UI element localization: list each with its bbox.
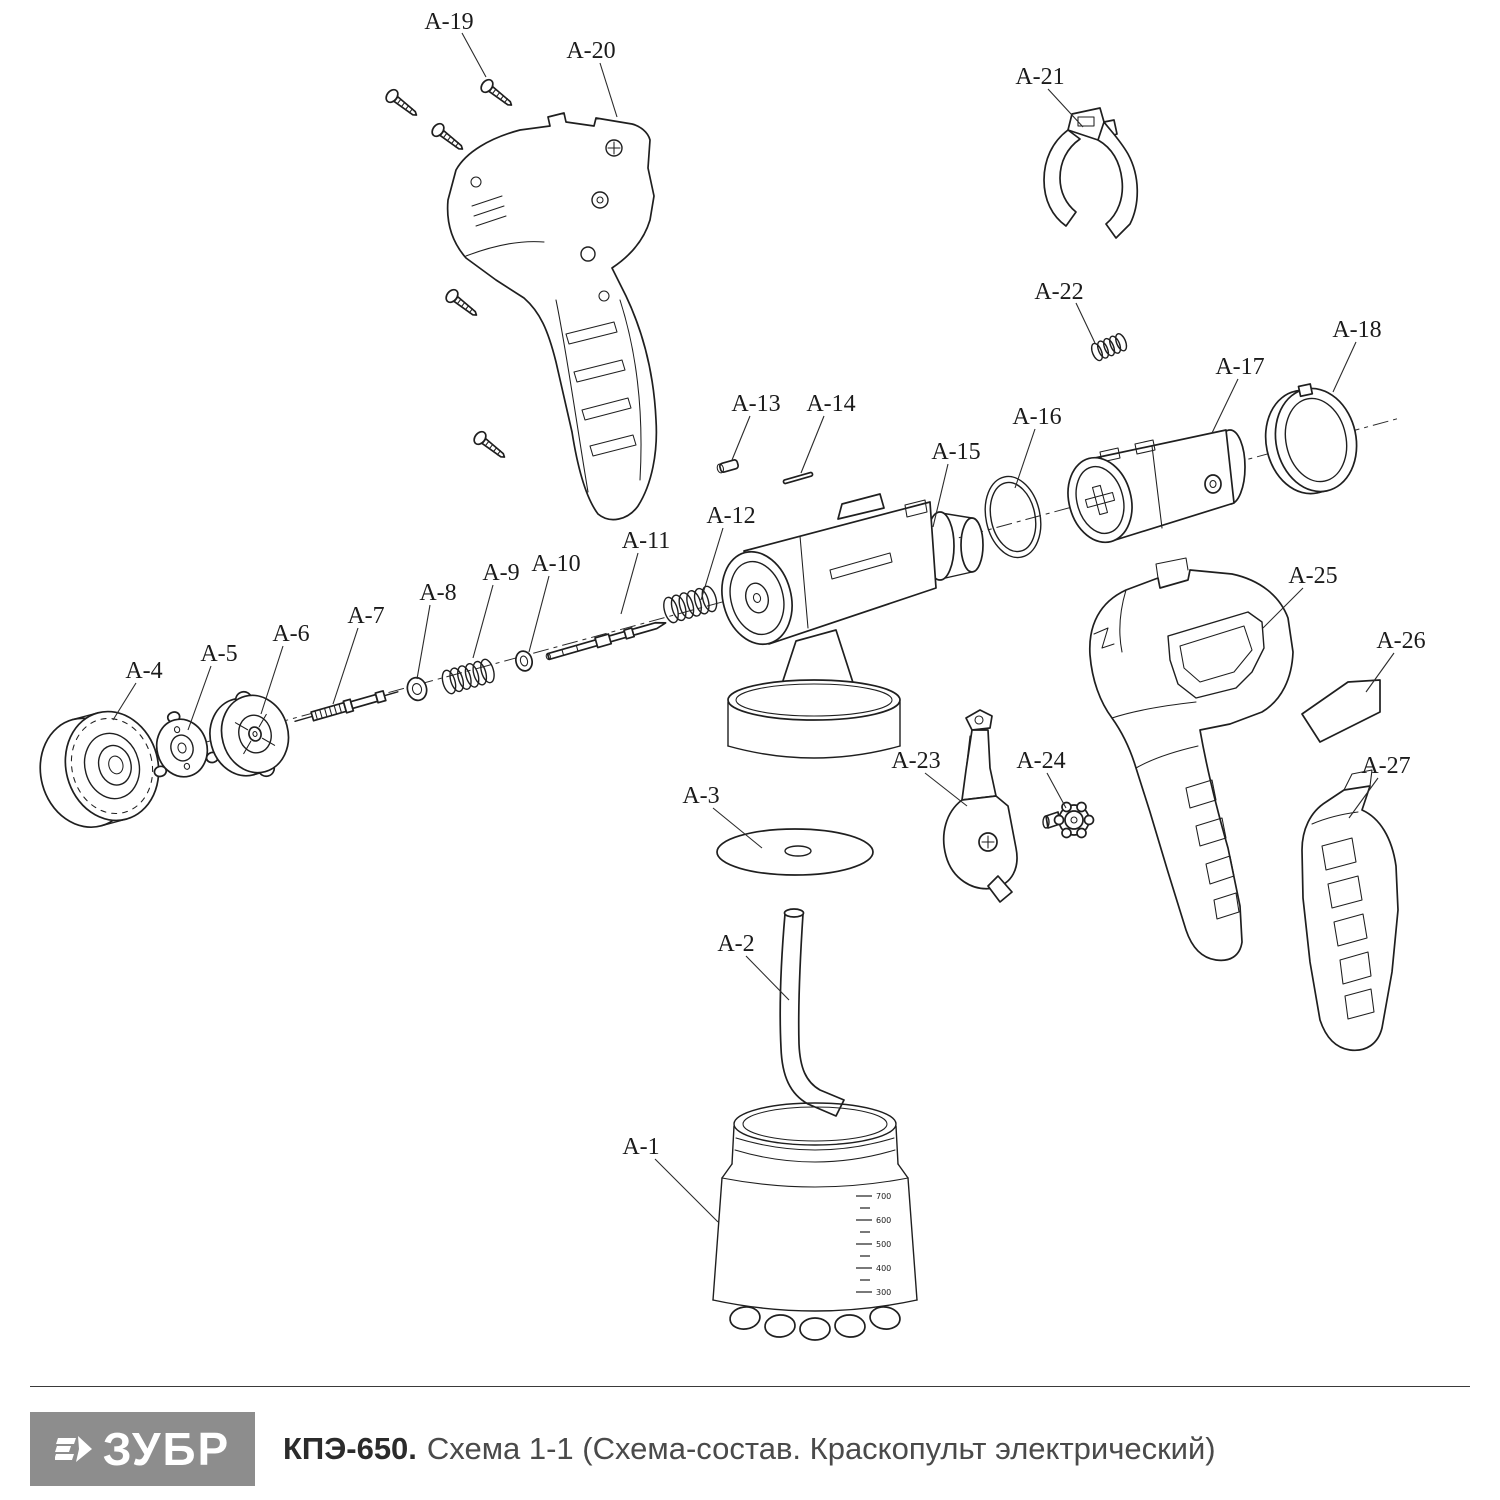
scale-value: 600 bbox=[876, 1216, 891, 1225]
part-a18-retaining-ring bbox=[1264, 383, 1358, 495]
scale-value: 500 bbox=[876, 1240, 891, 1249]
part-label-A-9: A-9 bbox=[482, 560, 519, 586]
part-label-A-11: A-11 bbox=[622, 528, 670, 554]
leader-line-A-11 bbox=[620, 552, 639, 615]
part-a16-o-ring bbox=[984, 475, 1042, 559]
part-a21-clip bbox=[1043, 107, 1139, 239]
leader-line-A-5 bbox=[187, 665, 212, 731]
part-a1-container: 700 600 500 400 300 bbox=[712, 1102, 918, 1341]
footer-row: ЗУБР КПЭ-650. Схема 1-1 (Схема-состав. Кр… bbox=[30, 1412, 1470, 1486]
leader-line-A-27 bbox=[1348, 777, 1379, 819]
part-a5-nozzle-flange bbox=[153, 711, 220, 778]
part-label-A-26: A-26 bbox=[1376, 628, 1425, 654]
leader-line-A-22 bbox=[1075, 302, 1096, 344]
leader-line-A-6 bbox=[260, 645, 284, 715]
part-a24-knob bbox=[1042, 801, 1095, 839]
zubr-logo: ЗУБР bbox=[30, 1412, 255, 1486]
diagram-title: КПЭ-650. Схема 1-1 (Схема-состав. Краскоп… bbox=[283, 1431, 1216, 1467]
part-a17-cylinder bbox=[1067, 429, 1246, 544]
footer-divider bbox=[30, 1386, 1470, 1387]
leader-line-A-24 bbox=[1046, 772, 1067, 809]
part-a20-motor-housing bbox=[446, 112, 658, 521]
part-label-A-3: A-3 bbox=[682, 783, 719, 809]
model-number: КПЭ-650. bbox=[283, 1431, 417, 1466]
part-label-A-1: A-1 bbox=[622, 1134, 659, 1160]
part-label-A-6: A-6 bbox=[272, 621, 309, 647]
leader-line-A-12 bbox=[700, 527, 724, 601]
part-a10-ring bbox=[515, 650, 533, 672]
part-a12-spring bbox=[663, 585, 718, 624]
leader-line-A-15 bbox=[932, 463, 949, 528]
part-a3-gasket bbox=[716, 828, 874, 876]
part-a26-sticker bbox=[1301, 679, 1381, 743]
part-label-A-15: A-15 bbox=[931, 439, 980, 465]
leader-line-A-21 bbox=[1047, 88, 1084, 128]
container-volume-scale: 700 600 500 400 300 bbox=[856, 1192, 891, 1297]
part-label-A-25: A-25 bbox=[1288, 563, 1337, 589]
part-label-A-16: A-16 bbox=[1012, 404, 1061, 430]
part-label-A-10: A-10 bbox=[531, 551, 580, 577]
leader-line-A-2 bbox=[745, 955, 790, 1001]
part-label-A-19: A-19 bbox=[424, 9, 473, 35]
leader-line-A-7 bbox=[332, 627, 359, 705]
part-a14-pin bbox=[782, 471, 814, 485]
part-label-A-7: A-7 bbox=[347, 603, 384, 629]
footer: ЗУБР КПЭ-650. Схема 1-1 (Схема-состав. Кр… bbox=[0, 1386, 1500, 1500]
exploded-diagram: 700 600 500 400 300 A-1 A-2 A-3 A-4 A-5 A-6 A-7 A-8… bbox=[39, 9, 1426, 1341]
part-a6-air-cap bbox=[209, 690, 290, 778]
part-label-A-17: A-17 bbox=[1215, 354, 1264, 380]
part-label-A-8: A-8 bbox=[419, 580, 456, 606]
zubr-logo-icon bbox=[54, 1436, 92, 1462]
leader-line-A-14 bbox=[800, 415, 825, 474]
part-label-A-2: A-2 bbox=[717, 931, 754, 957]
leader-line-A-8 bbox=[416, 604, 431, 680]
part-label-A-21: A-21 bbox=[1015, 64, 1064, 90]
scale-value: 700 bbox=[876, 1192, 891, 1201]
part-a25-rear-housing bbox=[1088, 557, 1294, 962]
diagram-subtitle: Схема 1-1 (Схема-состав. Краскопульт эле… bbox=[426, 1431, 1216, 1466]
leader-line-A-3 bbox=[712, 807, 763, 849]
leader-line-A-26 bbox=[1365, 652, 1395, 693]
part-a11-shaft bbox=[545, 621, 667, 661]
part-label-A-20: A-20 bbox=[566, 38, 615, 64]
leader-line-A-23 bbox=[924, 772, 968, 807]
part-a13-pin bbox=[716, 459, 740, 474]
scale-value: 300 bbox=[876, 1288, 891, 1297]
leader-line-A-17 bbox=[1211, 378, 1239, 434]
leader-line-A-16 bbox=[1014, 428, 1036, 489]
part-label-A-18: A-18 bbox=[1332, 317, 1381, 343]
leader-line-A-9 bbox=[472, 584, 494, 659]
part-label-A-23: A-23 bbox=[891, 748, 940, 774]
leader-line-A-1 bbox=[654, 1158, 719, 1223]
part-a7-needle bbox=[294, 690, 399, 723]
scale-value: 400 bbox=[876, 1264, 891, 1273]
part-a19-screws bbox=[385, 78, 513, 458]
part-a22-spring bbox=[1090, 333, 1128, 362]
leader-line-A-19 bbox=[461, 32, 487, 78]
part-label-A-27: A-27 bbox=[1361, 753, 1410, 779]
part-label-A-24: A-24 bbox=[1016, 748, 1065, 774]
part-label-A-5: A-5 bbox=[200, 641, 237, 667]
leader-line-A-20 bbox=[599, 62, 618, 118]
leader-line-A-25 bbox=[1262, 587, 1304, 629]
leader-line-A-13 bbox=[731, 415, 751, 461]
part-a27-handle-cover bbox=[1301, 769, 1399, 1052]
part-a23-trigger bbox=[942, 709, 1018, 903]
zubr-logo-text: ЗУБР bbox=[102, 1423, 231, 1475]
part-label-A-4: A-4 bbox=[125, 658, 162, 684]
part-label-A-22: A-22 bbox=[1034, 279, 1083, 305]
part-label-A-14: A-14 bbox=[806, 391, 855, 417]
part-label-A-13: A-13 bbox=[731, 391, 780, 417]
part-label-A-12: A-12 bbox=[706, 503, 755, 529]
part-a15-gun-body bbox=[721, 493, 984, 759]
part-a4-cap-nut bbox=[39, 710, 160, 829]
leader-line-A-10 bbox=[528, 575, 550, 653]
part-a2-suction-tube bbox=[779, 908, 845, 1117]
leader-line-A-18 bbox=[1332, 341, 1357, 393]
part-a8-washer bbox=[406, 676, 428, 702]
leader-line-A-4 bbox=[112, 682, 137, 721]
